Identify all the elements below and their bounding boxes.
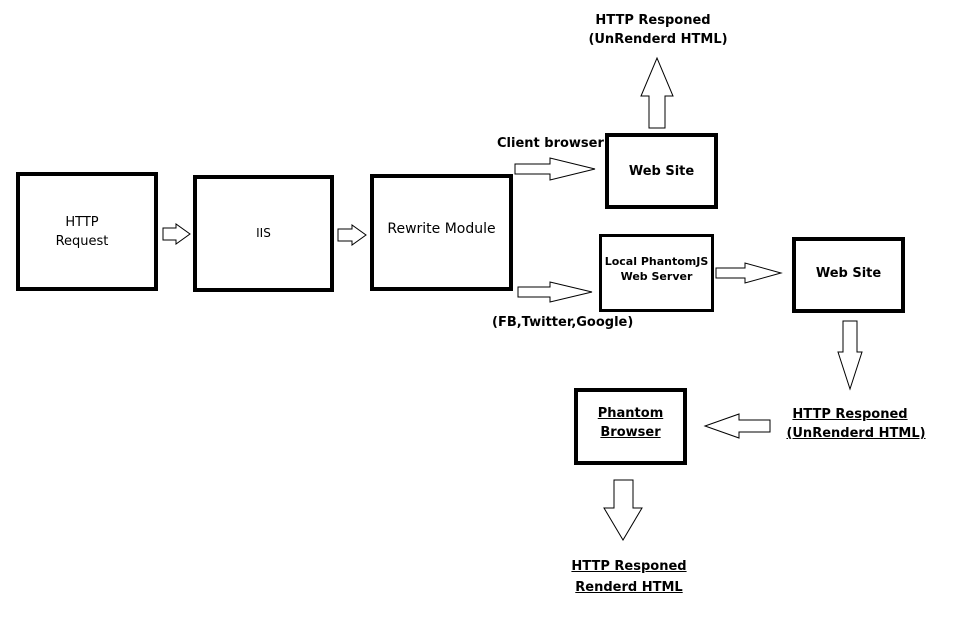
arrow-to-web-site-top	[514, 157, 596, 181]
http-request-label: HTTP Request	[55, 214, 109, 249]
web-site-right-box: Web Site	[792, 237, 905, 313]
arrow-phantom-browser-down	[603, 479, 643, 541]
phantom-browser-box: Phantom Browser	[574, 388, 687, 465]
arrow-web-site-down	[837, 320, 863, 391]
arrow-to-phantomjs	[517, 281, 593, 303]
top-response-label-line1: HTTP Responed	[595, 13, 711, 28]
iis-box: IIS	[193, 175, 334, 292]
right-response-label-line1: HTTP Responed	[792, 407, 908, 422]
arrow-to-phantom-browser	[703, 413, 771, 439]
bots-label: (FB,Twitter,Google)	[492, 315, 634, 330]
phantom-browser-label: Phantom Browser	[597, 405, 664, 440]
rewrite-module-label: Rewrite Module	[387, 221, 496, 237]
http-request-box: HTTP Request	[16, 172, 158, 291]
final-response-label-line2: Renderd HTML	[575, 580, 683, 595]
rewrite-module-box: Rewrite Module	[370, 174, 513, 291]
iis-label: IIS	[256, 226, 271, 240]
client-browser-label: Client browser	[497, 136, 604, 151]
top-response-label-line2: (UnRenderd HTML)	[588, 32, 728, 47]
right-response-label-line2: (UnRenderd HTML)	[786, 426, 926, 441]
local-phantomjs-box: Local PhantomJS Web Server	[599, 234, 714, 312]
local-phantomjs-label: Local PhantomJS Web Server	[604, 255, 709, 283]
web-site-top-label: Web Site	[628, 163, 695, 179]
arrow-request-to-iis	[162, 223, 191, 245]
arrow-phantomjs-to-web-site	[715, 262, 783, 284]
web-site-right-label: Web Site	[815, 265, 882, 281]
web-site-top-box: Web Site	[605, 133, 718, 209]
final-response-label-line1: HTTP Responed	[571, 559, 687, 574]
arrow-web-site-up	[640, 56, 674, 129]
arrow-iis-to-rewrite	[337, 224, 367, 246]
